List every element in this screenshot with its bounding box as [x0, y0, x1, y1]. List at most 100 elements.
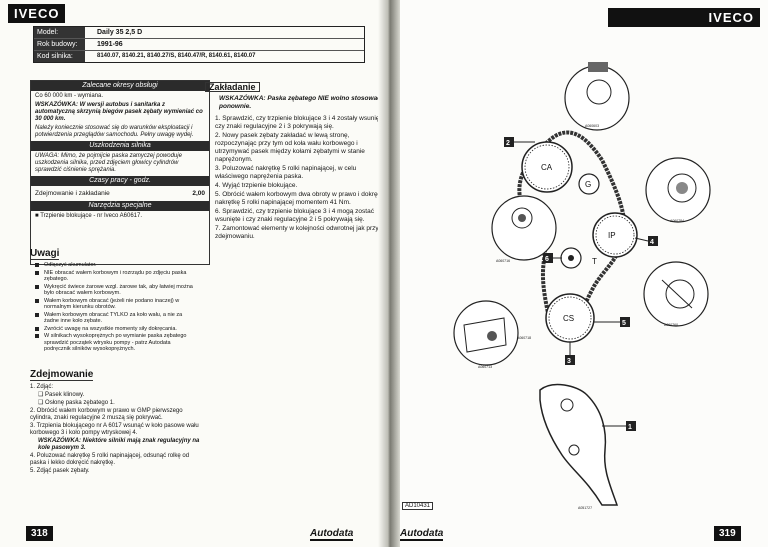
- removal-step: 1. Zdjąć:: [30, 384, 54, 390]
- left-page: IVECO Model: Daily 35 2,5 D Rok budowy: 19…: [0, 0, 386, 547]
- time-value: 2,00: [192, 190, 205, 197]
- install-step: 4. Wyjąć trzpienie blokujące.: [215, 182, 298, 189]
- figure-code: A051727: [578, 506, 592, 510]
- damage-text: UWAGA: Mimo, że pojmijcie paska zamyczej…: [35, 153, 182, 173]
- spec-table: Model:Daily 35 2,5 D Rok budowy:1991-96 …: [33, 26, 365, 63]
- install-steps: 1. Sprawdzić, czy trzpienie blokujące 3 …: [205, 115, 386, 241]
- note-item: Zwrócić uwagę na wszystkie momenty siły …: [34, 326, 194, 333]
- spec-value: 1991-96: [97, 41, 123, 48]
- figure-code: A060718: [517, 336, 531, 340]
- svg-text:2: 2: [506, 140, 510, 147]
- figure-code: A060784: [670, 219, 684, 223]
- spec-row: Rok budowy: 1991-96: [34, 39, 364, 51]
- installation-section: Zakładanie WSKAZÓWKA: Paska zębatego NIE…: [205, 82, 386, 242]
- svg-text:1: 1: [628, 424, 632, 431]
- tools-item-text: Trzpienie blokujące - nr Iveco A60617.: [40, 213, 143, 219]
- page-number-right: 319: [714, 526, 741, 541]
- removal-step: ❑ Pasek klinowy.: [38, 392, 85, 398]
- svg-text:6: 6: [545, 256, 549, 263]
- figure-code: A060713: [478, 365, 492, 369]
- spec-value: 8140.07, 8140.21, 8140.27/S, 8140.47/R, …: [97, 53, 256, 59]
- figure-code: A060760: [664, 323, 678, 327]
- notes-title: Uwagi: [30, 248, 60, 260]
- callout-2: 2: [504, 137, 535, 147]
- install-step: 5. Obrócić wałem korbowym dwa obroty w p…: [215, 191, 386, 206]
- reference-code: AD10431: [402, 502, 434, 510]
- install-step: 6. Sprawdzić, czy trzpienie blokujące 3 …: [215, 208, 374, 223]
- install-step: 7. Zamontować elementy w kolejności odwr…: [215, 225, 379, 240]
- detail-inset-pump-lock: A060760: [643, 261, 709, 327]
- install-title: Zakładanie: [205, 82, 260, 92]
- note-item: Odłączyć akumulator.: [34, 262, 194, 269]
- removal-step: 3. Trzpienia blokującego nr A 6017 wsuną…: [30, 423, 199, 436]
- camshaft-pulley: CA: [521, 141, 573, 193]
- tools-item: ■ Trzpienie blokujące - nr Iveco A60617.: [35, 213, 143, 219]
- detail-inset-pump: A060784: [645, 157, 711, 223]
- svg-text:5: 5: [622, 320, 626, 327]
- callout-4: 4: [634, 236, 658, 246]
- service-note: WSKAZÓWKA: W wersji autobus i sanitarka …: [35, 102, 203, 122]
- install-step: 1. Sprawdzić, czy trzpienie blokujące 3 …: [215, 115, 386, 130]
- info-panel: Zalecane okresy obsługi Co 60 000 km - w…: [30, 80, 210, 265]
- page-number-left: 318: [26, 526, 53, 541]
- time-title: Czasy pracy - godz.: [31, 176, 209, 186]
- install-note: WSKAZÓWKA: Paska zębatego NIE wolno stos…: [219, 95, 381, 110]
- detail-inset-crankshaft: A060718 A060713: [453, 300, 531, 369]
- spec-key: Kod silnika:: [34, 51, 85, 62]
- notes-list: Odłączyć akumulator. NIE obracać wałem k…: [34, 262, 194, 354]
- spec-key: Model:: [34, 27, 85, 38]
- removal-step: 2. Obrócić wałem korbowym w prawo w GMP …: [30, 408, 183, 421]
- service-text2: Należy koniecznie stosować się do warunk…: [35, 125, 194, 138]
- svg-text:4: 4: [650, 239, 654, 246]
- label-ca: CA: [541, 163, 553, 172]
- brand-logo-left: IVECO: [8, 4, 66, 23]
- spec-row: Model: Daily 35 2,5 D: [34, 27, 364, 39]
- time-label: Zdejmowanie i zakładanie: [35, 190, 110, 197]
- injection-pump-pulley: IP: [592, 212, 638, 258]
- callout-1: 1: [602, 421, 636, 431]
- removal-step: 5. Zdjąć pasek zębaty.: [30, 468, 90, 474]
- label-cs: CS: [563, 314, 574, 323]
- callout-3: 3: [565, 342, 575, 365]
- autodata-logo-right: Autodata: [400, 528, 444, 541]
- service-title: Zalecane okresy obsługi: [31, 81, 209, 91]
- spec-key: Rok budowy:: [34, 39, 85, 50]
- right-page: IVECO CA G IP: [392, 0, 768, 547]
- service-text: Co 60 000 km - wymiana.: [35, 93, 104, 99]
- autodata-logo-left: Autodata: [310, 528, 354, 541]
- note-item: NIE obracać wałem korbowym i rozrządu po…: [34, 270, 194, 283]
- timing-belt-diagram: CA G IP T CS: [453, 62, 711, 510]
- removal-step: ❑ Osłonę paska zębatego 1.: [38, 400, 115, 406]
- time-row: Zdejmowanie i zakładanie 2,00: [35, 190, 205, 197]
- label-t: T: [592, 257, 597, 266]
- label-ip: IP: [608, 231, 616, 240]
- detail-inset-tensioner: A060716: [491, 195, 557, 263]
- tensioner-pulley: T: [560, 247, 597, 269]
- detail-inset-camshaft: A060603: [564, 62, 630, 131]
- figure-code: A060716: [496, 259, 510, 263]
- note-item: Wykręcić świece żarowe wzgl. żarowe tak,…: [34, 284, 194, 297]
- idler-pulley-g: G: [578, 173, 600, 195]
- brand-logo-right: IVECO: [608, 8, 760, 27]
- belt-cover: A051727: [539, 383, 619, 510]
- callout-6: 6: [543, 253, 562, 263]
- svg-text:3: 3: [567, 358, 571, 365]
- crankshaft-pulley: CS: [545, 293, 595, 343]
- removal-steps: 1. Zdjąć: ❑ Pasek klinowy. ❑ Osłonę pask…: [30, 384, 200, 476]
- removal-step: 4. Poluzować nakrętkę 5 rolki napinające…: [30, 453, 190, 466]
- removal-step: WSKAZÓWKA: Niektóre silniki mają znak re…: [38, 438, 200, 451]
- note-item: Wałem korbowym obracać TYLKO za koło wał…: [34, 312, 194, 325]
- note-item: W silnikach wysokoprężnych po wymianie p…: [34, 333, 194, 353]
- note-item: Wałem korbowym obracać (jeżeli nie podan…: [34, 298, 194, 311]
- callout-5: 5: [594, 317, 630, 327]
- figure-code: A060603: [585, 124, 599, 128]
- book-gutter: [378, 0, 400, 547]
- removal-title: Zdejmowanie: [30, 369, 94, 381]
- spec-value: Daily 35 2,5 D: [97, 29, 143, 36]
- install-step: 3. Poluzować nakrętkę 5 rolki napinające…: [215, 165, 357, 180]
- spec-row: Kod silnika: 8140.07, 8140.21, 8140.27/S,…: [34, 51, 364, 62]
- tools-title: Narzędzia specjalne: [31, 201, 209, 211]
- install-step: 2. Nowy pasek zębaty zakładać w lewą str…: [215, 132, 365, 163]
- damage-title: Uszkodzenia silnika: [31, 141, 209, 151]
